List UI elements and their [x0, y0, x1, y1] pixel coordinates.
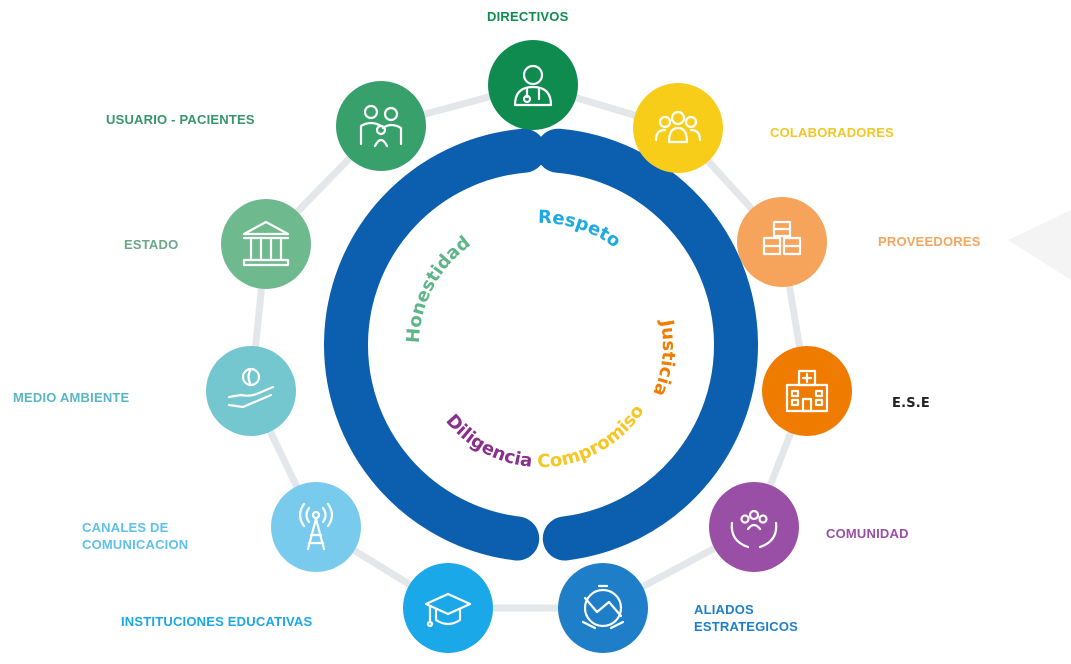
ring-arc-left — [324, 128, 546, 561]
label-e-s-e: E.S.E — [892, 396, 931, 411]
team-group-icon — [654, 110, 702, 144]
label-colaboradores: COLABORADORES — [770, 125, 894, 140]
node-estado — [221, 199, 311, 289]
value-honestidad: Honestidad — [403, 232, 475, 344]
node-circle — [403, 563, 493, 653]
node-circle — [271, 482, 361, 572]
value-compromiso: Compromiso — [537, 401, 648, 472]
graduation-cap-icon — [424, 592, 472, 628]
label-instituciones-educativas: INSTITUCIONES EDUCATIVAS — [121, 614, 313, 629]
community-hands-icon — [730, 509, 778, 549]
node-circle — [206, 346, 296, 436]
hospital-building-icon — [785, 369, 829, 413]
node-usuario-pacientes — [336, 81, 426, 171]
node-proveedores — [737, 197, 827, 287]
label-proveedores: PROVEEDORES — [878, 234, 981, 249]
plant-hand-icon — [227, 367, 275, 409]
label-canales-de-comunicacion: CANALES DE COMUNICACION — [82, 520, 189, 552]
boxes-icon — [762, 220, 802, 256]
label-medio-ambiente: MEDIO AMBIENTE — [13, 390, 130, 405]
stakeholder-nodes — [206, 40, 852, 653]
ring-arc-right — [536, 128, 758, 561]
node-circle — [709, 482, 799, 572]
value-justicia: Justicia — [648, 316, 679, 399]
handshake-icon — [581, 584, 625, 630]
node-circle — [762, 346, 852, 436]
label-directivos: DIRECTIVOS — [487, 9, 569, 24]
value-respeto: Respeto — [538, 207, 625, 252]
antenna-tower-icon — [298, 502, 334, 551]
doctor-icon — [513, 64, 553, 107]
family-icon — [359, 104, 403, 148]
node-instituciones-educativas — [403, 563, 493, 653]
node-circle — [221, 199, 311, 289]
node-canales-de-comunicacion — [271, 482, 361, 572]
decorative-wedge — [1008, 210, 1071, 280]
government-building-icon — [242, 220, 290, 267]
label-estado: ESTADO — [124, 237, 179, 252]
central-values-ring — [324, 128, 758, 561]
node-comunidad — [709, 482, 799, 572]
node-aliados-estrategicos — [558, 563, 648, 653]
value-diligencia: Diligencia — [441, 410, 533, 472]
label-comunidad: COMUNIDAD — [826, 526, 909, 541]
node-colaboradores — [633, 83, 723, 173]
label-usuario-pacientes: USUARIO - PACIENTES — [106, 112, 255, 127]
node-medio-ambiente — [206, 346, 296, 436]
node-e-s-e — [762, 346, 852, 436]
label-aliados-estrategicos: ALIADOS ESTRATEGICOS — [694, 602, 799, 634]
node-directivos — [488, 40, 578, 130]
node-circle — [737, 197, 827, 287]
